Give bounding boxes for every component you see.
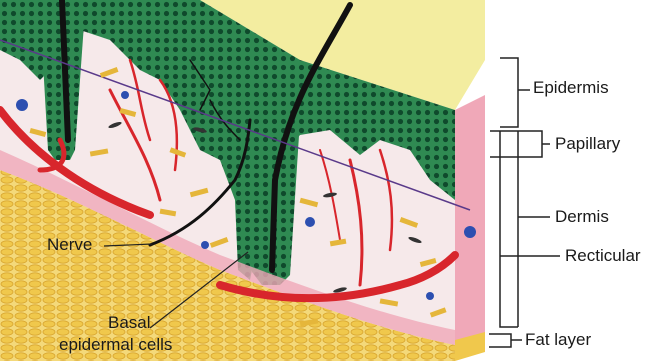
label-recticular: Recticular bbox=[565, 247, 641, 266]
label-basal-line1: Basal bbox=[108, 314, 151, 333]
label-nerve: Nerve bbox=[47, 236, 92, 255]
label-dermis: Dermis bbox=[555, 208, 609, 227]
label-brackets bbox=[489, 58, 560, 347]
label-basal-line2: epidermal cells bbox=[59, 336, 172, 355]
label-fat-layer: Fat layer bbox=[525, 331, 591, 350]
label-papillary: Papillary bbox=[555, 135, 620, 154]
side-face-dermis bbox=[455, 95, 485, 350]
label-epidermis: Epidermis bbox=[533, 79, 609, 98]
